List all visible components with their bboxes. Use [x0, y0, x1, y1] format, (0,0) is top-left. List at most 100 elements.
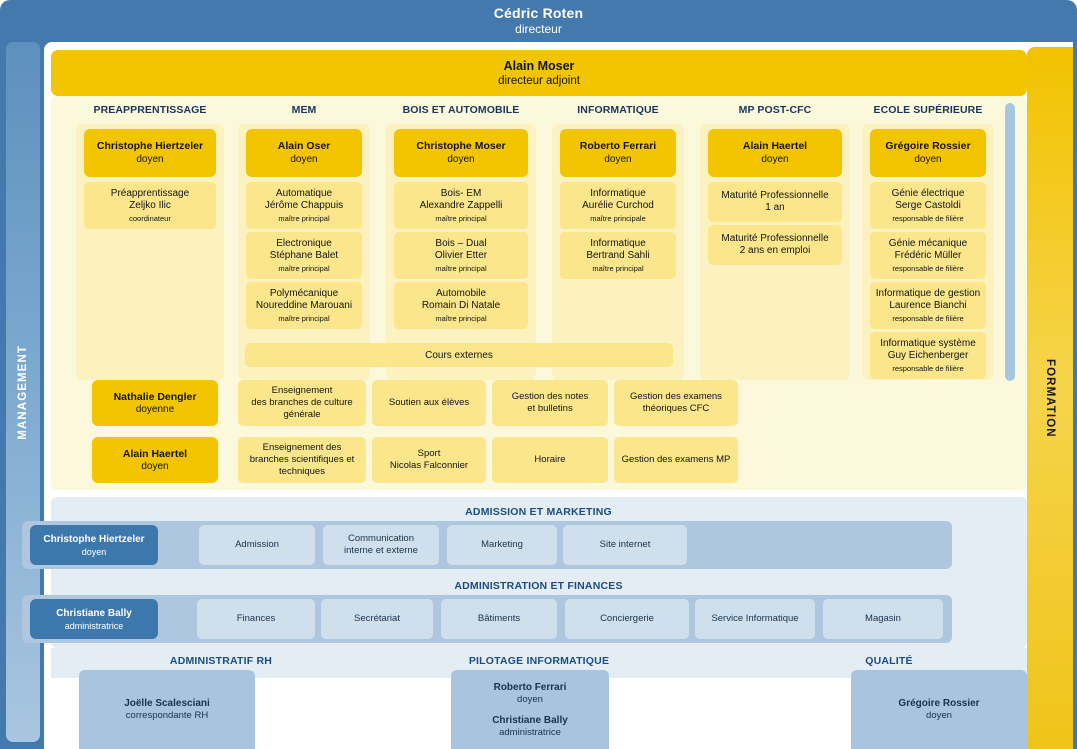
program-role: maître principal — [278, 263, 330, 273]
bottom-section-title: PILOTAGE INFORMATIQUE — [468, 655, 610, 667]
column-header: MP POST-CFC — [738, 104, 812, 116]
section-cell-line: Finances — [236, 613, 276, 624]
row-cell-line: des branches de culture — [251, 397, 353, 408]
section-lead-name: Christiane Bally — [56, 607, 132, 619]
bottom-person-name: Christiane Bally — [492, 714, 568, 726]
program-person: Alexandre Zappelli — [419, 200, 503, 211]
dean-name: Alain Oser — [277, 140, 331, 152]
section-cell[interactable]: Site internet — [563, 525, 687, 565]
dean-role: doyen — [290, 154, 318, 165]
dean-role: doyen — [761, 154, 789, 165]
program-title: Maturité Professionnelle — [721, 189, 829, 201]
bottom-person-name: Roberto Ferrari — [493, 681, 567, 693]
program-person: 1 an — [765, 202, 785, 213]
dean-name: Christophe Hiertzeler — [96, 140, 204, 152]
program-role: maître principal — [435, 313, 487, 323]
program-title: Electronique — [276, 237, 332, 249]
row-dean-name: Alain Haertel — [122, 448, 188, 460]
program-title: Informatique — [590, 237, 646, 249]
dean-name: Christophe Moser — [416, 140, 506, 152]
program-role: responsable de filière — [892, 313, 964, 323]
section-cell[interactable]: Secrétariat — [321, 599, 433, 639]
formation-panel-scroll-strip — [1005, 103, 1015, 381]
section-cell-line: Conciergerie — [600, 613, 654, 624]
section-cell[interactable]: Marketing — [447, 525, 557, 565]
management-label: MANAGEMENT — [17, 344, 29, 440]
director-role: directeur — [515, 21, 562, 36]
column-header: BOIS ET AUTOMOBILE — [402, 104, 520, 116]
section-cell[interactable]: Finances — [197, 599, 315, 639]
row-cell-line: branches scientifiques et — [249, 454, 355, 465]
section-cell-line: Service Informatique — [711, 613, 799, 624]
section-lead-role: doyen — [81, 546, 107, 557]
dean-role: doyen — [604, 154, 632, 165]
section-title: ADMINISTRATION ET FINANCES — [454, 580, 623, 592]
bottom-person-role: doyen — [517, 693, 543, 705]
row-cell-line: techniques — [279, 466, 325, 477]
section-cell[interactable]: Magasin — [823, 599, 943, 639]
section-cell-line: Admission — [235, 539, 279, 550]
section-cell[interactable]: Conciergerie — [565, 599, 689, 639]
row-cell[interactable]: Gestion des examens MP — [614, 437, 738, 483]
section-cell-line: Site internet — [599, 539, 651, 550]
row-cell-line: Soutien aux élèves — [388, 397, 470, 408]
column-header: MEM — [291, 104, 317, 116]
bottom-person-role: administratrice — [499, 726, 561, 738]
row-cell[interactable]: Horaire — [492, 437, 608, 483]
deputy-director-name: Alain Moser — [503, 59, 575, 73]
section-cell[interactable]: Admission — [199, 525, 315, 565]
row-dean-role: doyen — [141, 461, 169, 472]
program-role: maître principal — [278, 213, 330, 223]
program-person: Stéphane Balet — [269, 250, 339, 261]
deputy-director-role: directeur adjoint — [498, 75, 580, 87]
dean-box[interactable]: Alain Oser doyen — [246, 129, 362, 177]
program-title: Polymécanique — [269, 287, 339, 299]
program-role: maître principal — [435, 263, 487, 273]
program-role: responsable de filière — [892, 363, 964, 373]
program-person: Zeljko Ilic — [129, 200, 171, 211]
program-title: Informatique de gestion — [875, 287, 981, 299]
section-cell[interactable]: Service Informatique — [695, 599, 815, 639]
program-person: Jérôme Chappuis — [264, 200, 344, 211]
row-cell-line: Sport — [417, 448, 441, 459]
row-cell[interactable]: Soutien aux élèves — [372, 380, 486, 426]
section-cell[interactable]: Bâtiments — [441, 599, 557, 639]
